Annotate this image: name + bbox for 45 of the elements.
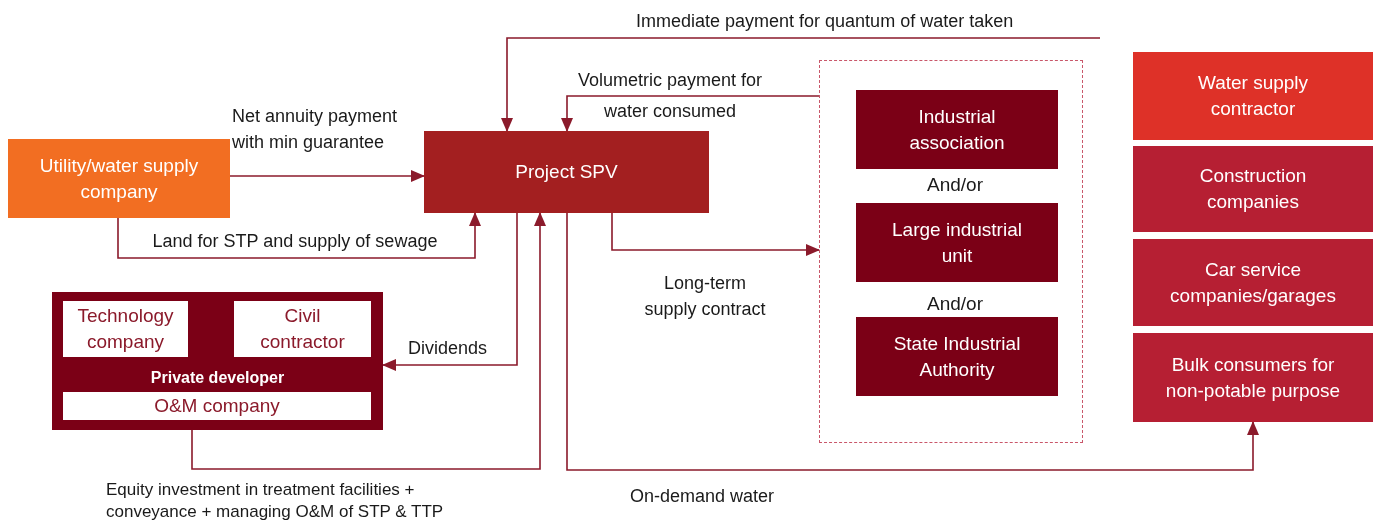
edge-label: Land for STP and supply of sewage (151, 230, 439, 253)
process-box (856, 90, 1058, 169)
edge-label: Volumetric payment for water consumed (576, 69, 764, 123)
node-label: O&M company (154, 394, 280, 419)
connector-text: And/or (926, 292, 984, 316)
arrow (117, 212, 481, 259)
arrow (566, 212, 1259, 471)
process-box (1133, 146, 1373, 232)
arrow (561, 95, 820, 132)
arrow (501, 37, 1101, 132)
connector-text: And/or (926, 173, 984, 197)
node-label: Bulk consumers for non-potable purpose (1164, 352, 1342, 403)
arrow (382, 212, 518, 371)
node-label: Civil contractor (259, 304, 346, 354)
arrow (229, 170, 425, 182)
process-box (63, 301, 188, 357)
node-label: Technology company (76, 304, 175, 354)
process-box (8, 139, 230, 218)
edge-label: Dividends (408, 337, 489, 360)
node-label: State Industrial Authority (892, 331, 1022, 382)
node-label: Large industrial unit (891, 217, 1023, 268)
node-label: Industrial association (908, 104, 1006, 155)
process-box (1133, 52, 1373, 140)
node-label: Construction companies (1198, 164, 1308, 214)
node-label: Project SPV (515, 160, 618, 185)
process-box (424, 131, 709, 213)
arrow (191, 212, 546, 470)
edge-label: Net annuity payment with min guarantee (232, 105, 399, 155)
process-box (1133, 239, 1373, 326)
process-box (234, 301, 371, 357)
group-title: Private developer (149, 368, 286, 388)
edge-label: Immediate payment for quantum of water taken (636, 10, 1015, 33)
edge-label: Equity investment in treatment facilities + conveyance + managing O&M of STP & TTP (106, 479, 445, 523)
arrow (611, 212, 820, 256)
node-label: Car service companies/garages (1169, 257, 1337, 308)
edge-label: On-demand water (630, 485, 776, 508)
process-box (63, 392, 371, 420)
group-box (52, 292, 383, 430)
process-box (856, 317, 1058, 396)
node-label: Utility/water supply company (38, 153, 200, 204)
edge-label: Long-term supply contract (643, 272, 767, 322)
process-box (1133, 333, 1373, 422)
dashed-group-box (819, 60, 1083, 443)
process-box (856, 203, 1058, 282)
node-label: Water supply contractor (1196, 71, 1310, 121)
